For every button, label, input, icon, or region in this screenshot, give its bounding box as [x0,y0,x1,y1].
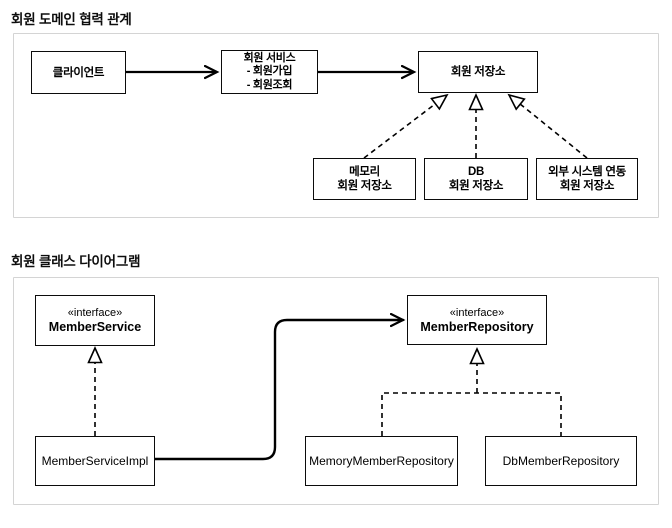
node-external-store-line1: 외부 시스템 연동 [548,166,626,178]
node-member-store-label: 회원 저장소 [450,66,506,78]
memory-store-realization-arrow [363,93,449,159]
node-member-service-item-lookup: - 회원조회 [246,78,293,91]
node-memberrepository-interface: «interface» MemberRepository [407,295,547,345]
memberrepository-stereotype: «interface» [449,306,505,319]
node-memberserviceimpl: MemberServiceImpl [35,436,155,486]
node-memory-store-line2: 회원 저장소 [337,180,392,192]
class-diagram-title: 회원 클래스 다이어그램 [11,254,141,269]
memberrepository-name: MemberRepository [420,319,534,334]
node-db-store: DB 회원 저장소 [424,158,528,200]
node-memberservice-interface: «interface» MemberService [35,295,155,346]
collaboration-diagram-title: 회원 도메인 협력 관계 [11,12,132,27]
node-client: 클라이언트 [31,51,126,94]
memberservice-stereotype: «interface» [67,307,123,319]
node-external-store-line2: 회원 저장소 [559,180,615,192]
memorymemberrepository-name: MemoryMemberRepository [309,453,454,468]
node-client-label: 클라이언트 [52,66,105,79]
serviceimpl-to-repository-arrow [153,320,403,461]
node-memorymemberrepository: MemoryMemberRepository [305,436,458,486]
node-member-service-item-signup: - 회원가입 [246,65,293,78]
node-db-store-line1: DB [467,166,484,178]
memberservice-name: MemberService [48,320,142,334]
repository-implementations-dashed-tree [381,392,562,436]
node-external-store: 외부 시스템 연동 회원 저장소 [536,158,638,200]
memberserviceimpl-name: MemberServiceImpl [41,453,149,468]
dbmemberrepository-name: DbMemberRepository [502,453,620,468]
node-member-service-title: 회원 서비스 [243,51,296,64]
node-memory-store: 메모리 회원 저장소 [313,158,416,200]
node-memory-store-line1: 메모리 [349,166,380,178]
node-dbmemberrepository: DbMemberRepository [485,436,637,486]
node-db-store-line2: 회원 저장소 [448,180,504,192]
node-member-service: 회원 서비스 - 회원가입 - 회원조회 [221,50,318,94]
node-member-store: 회원 저장소 [418,51,538,93]
external-store-realization-arrow [507,93,588,159]
